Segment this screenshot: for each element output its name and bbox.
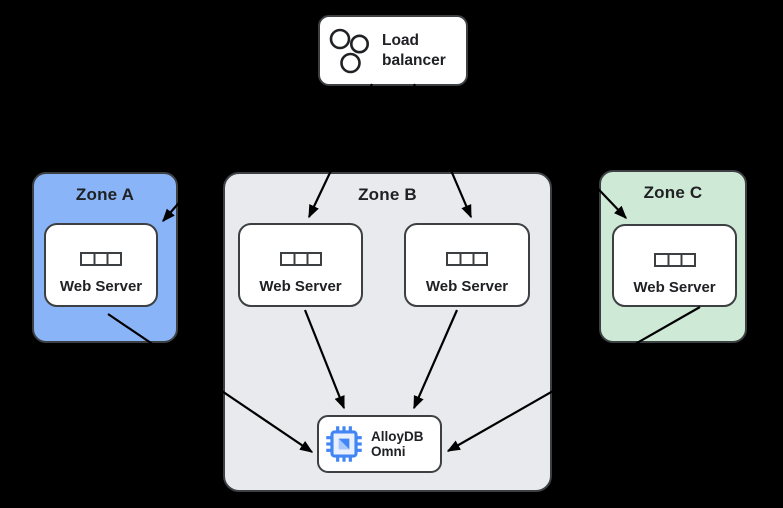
server-icon — [653, 253, 696, 267]
zone-b-label: Zone B — [358, 185, 417, 204]
web-server-b2-node: Web Server — [404, 223, 530, 307]
web-server-a-node: Web Server — [44, 223, 158, 307]
web-server-c-label: Web Server — [633, 279, 716, 296]
chip-icon — [326, 426, 362, 462]
web-server-a-label: Web Server — [59, 278, 143, 295]
load-balancer-node: Load balancer — [318, 15, 468, 86]
load-balancer-icon — [329, 28, 369, 74]
web-server-b1-label: Web Server — [259, 278, 342, 295]
server-icon — [446, 252, 488, 266]
web-server-b2-label: Web Server — [425, 278, 509, 295]
server-icon — [80, 252, 122, 266]
web-server-b1-node: Web Server — [238, 223, 363, 307]
zone-a-label: Zone A — [75, 185, 135, 204]
server-icon — [279, 252, 322, 266]
alloydb-omni-node: AlloyDB Omni — [317, 415, 442, 473]
web-server-c-node: Web Server — [612, 224, 737, 307]
alloydb-omni-label: AlloyDB Omni — [371, 428, 424, 460]
load-balancer-label: Load balancer — [382, 31, 446, 69]
zone-c-label: Zone C — [643, 183, 703, 202]
